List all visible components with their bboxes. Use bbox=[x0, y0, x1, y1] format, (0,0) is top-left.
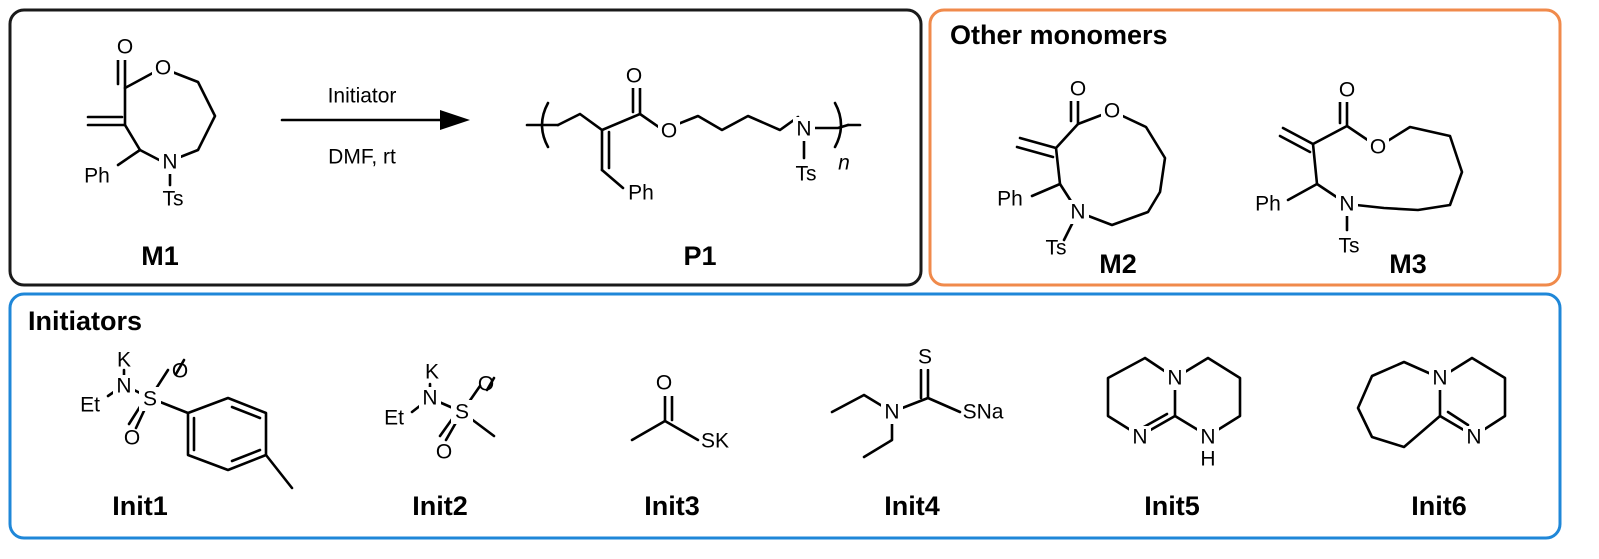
init1-et: Et bbox=[80, 394, 100, 417]
init2-o-lower: O bbox=[436, 441, 452, 464]
init1-k: K bbox=[117, 349, 131, 372]
m3-ring-n: N bbox=[1339, 193, 1354, 216]
init3-label: Init3 bbox=[644, 491, 700, 521]
m3-label: M3 bbox=[1389, 249, 1427, 279]
init2-n: N bbox=[422, 387, 437, 410]
init1-o-upper: O bbox=[172, 360, 188, 383]
p1-repeat-n: n bbox=[838, 152, 850, 175]
reaction-frame bbox=[8, 8, 923, 287]
init4-sna: SNa bbox=[963, 401, 1004, 424]
init4-s: S bbox=[918, 346, 932, 369]
m1-ph: Ph bbox=[84, 165, 110, 188]
initiators-title: Initiators bbox=[28, 306, 142, 336]
init2-o-upper: O bbox=[478, 373, 494, 396]
m1-ts: Ts bbox=[163, 188, 184, 211]
initiators-frame bbox=[8, 292, 1562, 540]
monomer-m3-structure: O O N Ph Ts bbox=[1255, 78, 1464, 258]
m1-ring-n: N bbox=[162, 151, 177, 174]
m1-ring-o: O bbox=[155, 57, 171, 80]
p1-label: P1 bbox=[683, 241, 716, 271]
p1-ts: Ts bbox=[796, 163, 817, 186]
init3-o: O bbox=[656, 372, 672, 395]
init5-structure: N N N H bbox=[1106, 356, 1242, 471]
init2-et: Et bbox=[384, 407, 404, 430]
init2-k: K bbox=[425, 361, 439, 384]
init2-structure: N K Et S O O bbox=[384, 361, 496, 464]
m3-carbonyl-o: O bbox=[1339, 79, 1355, 102]
init5-label: Init5 bbox=[1144, 491, 1200, 521]
m2-carbonyl-o: O bbox=[1070, 78, 1086, 101]
m3-ph: Ph bbox=[1255, 193, 1281, 216]
init2-s: S bbox=[455, 401, 469, 424]
m3-ring-o: O bbox=[1370, 136, 1386, 159]
init3-sk: SK bbox=[701, 430, 729, 453]
polymer-p1-structure: O O N Ph Ts n bbox=[525, 64, 862, 205]
init1-n: N bbox=[116, 375, 131, 398]
m2-ring-n: N bbox=[1070, 201, 1085, 224]
init4-structure: N S SNa bbox=[830, 345, 1004, 459]
init1-s: S bbox=[143, 388, 157, 411]
p1-ph: Ph bbox=[628, 182, 654, 205]
init5-nh-h: H bbox=[1200, 448, 1215, 471]
monomer-m1-structure: O O N Ph Ts bbox=[84, 36, 217, 211]
m2-ring-o: O bbox=[1104, 100, 1120, 123]
p1-n: N bbox=[796, 118, 811, 141]
m2-label: M2 bbox=[1099, 249, 1137, 279]
m2-ph: Ph bbox=[997, 188, 1023, 211]
init1-o-lower: O bbox=[124, 427, 140, 450]
p1-ester-o: O bbox=[661, 120, 677, 143]
m1-carbonyl-o: O bbox=[117, 36, 133, 59]
init3-structure: O SK bbox=[630, 372, 729, 453]
init5-n-bridge: N bbox=[1167, 367, 1182, 390]
reaction-arrow bbox=[280, 110, 470, 130]
init6-n-bridge: N bbox=[1432, 367, 1447, 390]
m3-ts: Ts bbox=[1339, 235, 1360, 258]
monomer-m2-structure: O O N Ph Ts bbox=[997, 77, 1167, 260]
init4-n: N bbox=[884, 401, 899, 424]
m1-label: M1 bbox=[141, 241, 179, 271]
p1-carbonyl-o: O bbox=[626, 65, 642, 88]
other-monomers-frame bbox=[928, 8, 1562, 287]
init6-n-imine: N bbox=[1466, 426, 1481, 449]
other-monomers-title: Other monomers bbox=[950, 20, 1168, 50]
init5-n-imine: N bbox=[1132, 426, 1147, 449]
init6-structure: N N bbox=[1356, 356, 1507, 450]
init2-label: Init2 bbox=[412, 491, 468, 521]
init4-label: Init4 bbox=[884, 491, 940, 521]
arrow-condition-label: DMF, rt bbox=[328, 146, 396, 169]
init6-label: Init6 bbox=[1411, 491, 1467, 521]
init1-label: Init1 bbox=[112, 491, 168, 521]
init5-nh-n: N bbox=[1200, 426, 1215, 449]
m2-ts: Ts bbox=[1046, 237, 1067, 260]
arrow-reagent-label: Initiator bbox=[328, 85, 397, 108]
init1-structure: N K Et S O O bbox=[80, 349, 294, 490]
